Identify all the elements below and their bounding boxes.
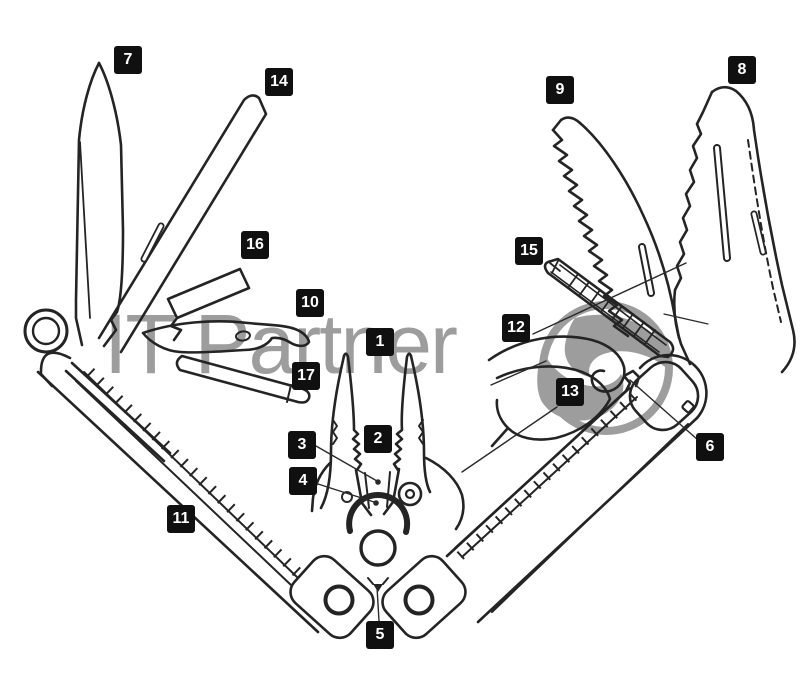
pliers-head xyxy=(289,352,467,640)
callout-7: 7 xyxy=(114,46,142,74)
callout-13: 13 xyxy=(556,378,584,406)
callout-16: 16 xyxy=(241,231,269,259)
callout-5: 5 xyxy=(366,621,394,649)
callout-14: 14 xyxy=(265,68,293,96)
phillips-hatching xyxy=(567,273,656,345)
callout-3: 3 xyxy=(288,431,316,459)
callout-11: 11 xyxy=(167,505,195,533)
callout-1: 1 xyxy=(366,328,394,356)
right-handle xyxy=(445,353,708,624)
callout-8: 8 xyxy=(728,56,756,84)
watermark-text: IT Partner xyxy=(104,297,458,391)
callout-2: 2 xyxy=(364,425,392,453)
callout-6: 6 xyxy=(696,433,724,461)
callout-12: 12 xyxy=(502,314,530,342)
left-handle xyxy=(23,308,320,634)
right-tools xyxy=(487,85,796,448)
callout-17: 17 xyxy=(292,362,320,390)
callout-4: 4 xyxy=(289,467,317,495)
leader-lines xyxy=(315,262,709,622)
callout-10: 10 xyxy=(296,289,324,317)
callout-9: 9 xyxy=(546,76,574,104)
callout-15: 15 xyxy=(515,237,543,265)
left-tools xyxy=(74,61,311,404)
